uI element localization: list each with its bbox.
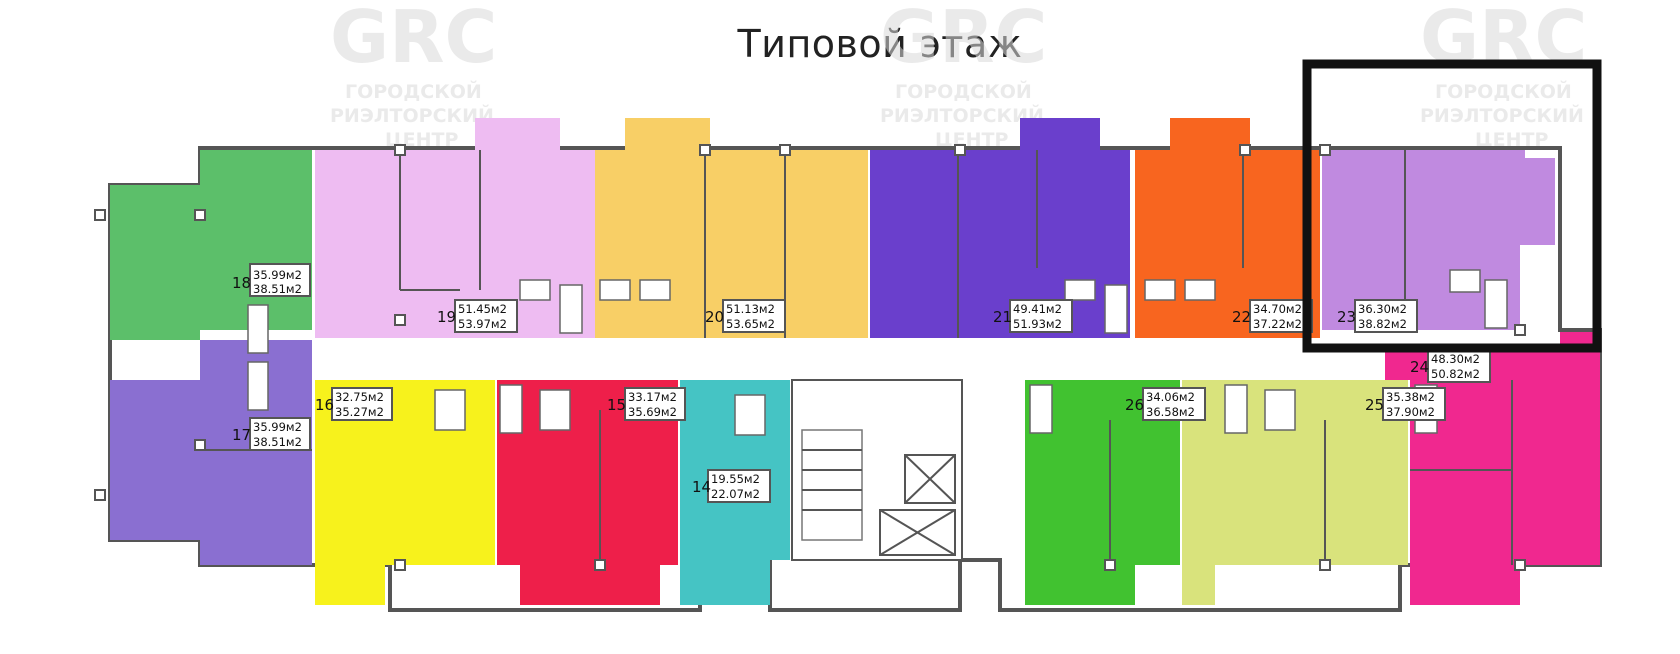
svg-text:38.82м2: 38.82м2 [1358,317,1407,331]
unit-label-box [249,263,311,297]
svg-text:35.27м2: 35.27м2 [335,405,384,419]
svg-text:50.82м2: 50.82м2 [1431,367,1480,381]
structural-columns [94,144,1526,571]
watermark: GRC ГОРОДСКОЙ РИЭЛТОРСКИЙ ЦЕНТР [880,0,1047,151]
svg-text:17: 17 [232,426,251,444]
svg-text:38.51м2: 38.51м2 [253,435,302,449]
svg-text:23: 23 [1337,308,1356,326]
unit-22[interactable] [1135,118,1320,338]
unit-17[interactable] [110,340,312,565]
unit-25[interactable] [1182,380,1408,605]
svg-text:ГОРОДСКОЙ: ГОРОДСКОЙ [895,80,1032,103]
unit-label-20: 20 51.13м2 53.65м2 [705,299,786,333]
watermark: GRC ГОРОДСКОЙ РИЭЛТОРСКИЙ ЦЕНТР [330,0,497,151]
svg-text:49.41м2: 49.41м2 [1013,302,1062,316]
page-title: Типовой этаж [737,22,1023,66]
unit-label-18: 18 35.99м2 38.51м2 [232,268,302,296]
svg-text:22: 22 [1232,308,1251,326]
unit-label-14: 14 19.55м2 22.07м2 [692,469,771,503]
unit-15[interactable] [497,380,678,605]
unit-label-25: 25 35.38м2 37.90м2 [1365,387,1446,421]
svg-text:37.22м2: 37.22м2 [1253,317,1302,331]
svg-text:35.38м2: 35.38м2 [1386,390,1435,404]
svg-text:35.69м2: 35.69м2 [628,405,677,419]
svg-text:19: 19 [437,308,456,326]
svg-text:35.99м2: 35.99м2 [253,420,302,434]
svg-text:34.06м2: 34.06м2 [1146,390,1195,404]
svg-text:36.30м2: 36.30м2 [1358,302,1407,316]
svg-text:ГОРОДСКОЙ: ГОРОДСКОЙ [345,80,482,103]
unit-label-23: 23 36.30м2 38.82м2 [1337,299,1418,333]
svg-text:16: 16 [315,396,334,414]
stairwell [791,379,963,561]
svg-text:32.75м2: 32.75м2 [335,390,384,404]
unit-16[interactable] [315,380,495,605]
svg-text:14: 14 [692,478,711,496]
svg-text:ЦЕНТР: ЦЕНТР [935,129,1008,151]
unit-21[interactable] [870,118,1130,338]
bathroom-fixtures [247,269,1508,436]
unit-label-15: 15 33.17м2 35.69м2 [607,387,686,421]
svg-text:37.90м2: 37.90м2 [1386,405,1435,419]
svg-text:22.07м2: 22.07м2 [711,487,760,501]
svg-text:53.65м2: 53.65м2 [726,317,775,331]
svg-text:24: 24 [1410,358,1429,376]
unit-label-17: 17 35.99м2 38.51м2 [232,417,311,451]
unit-label-22: 22 34.70м2 37.22м2 [1232,299,1313,333]
highlight-frame [1302,59,1602,353]
svg-text:18: 18 [232,274,251,292]
svg-text:21: 21 [993,308,1012,326]
svg-text:53.97м2: 53.97м2 [458,317,507,331]
svg-text:20: 20 [705,308,724,326]
svg-text:51.45м2: 51.45м2 [458,302,507,316]
svg-text:48.30м2: 48.30м2 [1431,352,1480,366]
svg-text:19.55м2: 19.55м2 [711,472,760,486]
svg-text:51.13м2: 51.13м2 [726,302,775,316]
unit-label-16: 16 32.75м2 35.27м2 [315,387,393,421]
svg-text:15: 15 [607,396,626,414]
svg-text:38.51м2: 38.51м2 [253,282,302,296]
svg-text:25: 25 [1365,396,1384,414]
svg-text:51.93м2: 51.93м2 [1013,317,1062,331]
unit-label-19: 19 51.45м2 53.97м2 [437,299,518,333]
unit-26[interactable] [1025,380,1180,605]
svg-text:GRC: GRC [880,0,1047,79]
svg-text:РИЭЛТОРСКИЙ: РИЭЛТОРСКИЙ [880,104,1044,127]
svg-text:26: 26 [1125,396,1144,414]
svg-text:34.70м2: 34.70м2 [1253,302,1302,316]
svg-text:GRC: GRC [330,0,497,79]
svg-text:35.99м2: 35.99м2 [253,268,302,282]
unit-label-26: 26 34.06м2 36.58м2 [1125,387,1206,421]
svg-text:ГОРОДСКОЙ: ГОРОДСКОЙ [1435,80,1572,103]
svg-text:РИЭЛТОРСКИЙ: РИЭЛТОРСКИЙ [1420,104,1584,127]
svg-text:ЦЕНТР: ЦЕНТР [1475,129,1548,151]
svg-text:РИЭЛТОРСКИЙ: РИЭЛТОРСКИЙ [330,104,494,127]
watermark: GRC ГОРОДСКОЙ РИЭЛТОРСКИЙ ЦЕНТР [1420,0,1587,151]
unit-18[interactable] [110,150,312,340]
svg-text:33.17м2: 33.17м2 [628,390,677,404]
svg-text:36.58м2: 36.58м2 [1146,405,1195,419]
unit-label-21: 21 49.41м2 51.93м2 [993,299,1073,333]
